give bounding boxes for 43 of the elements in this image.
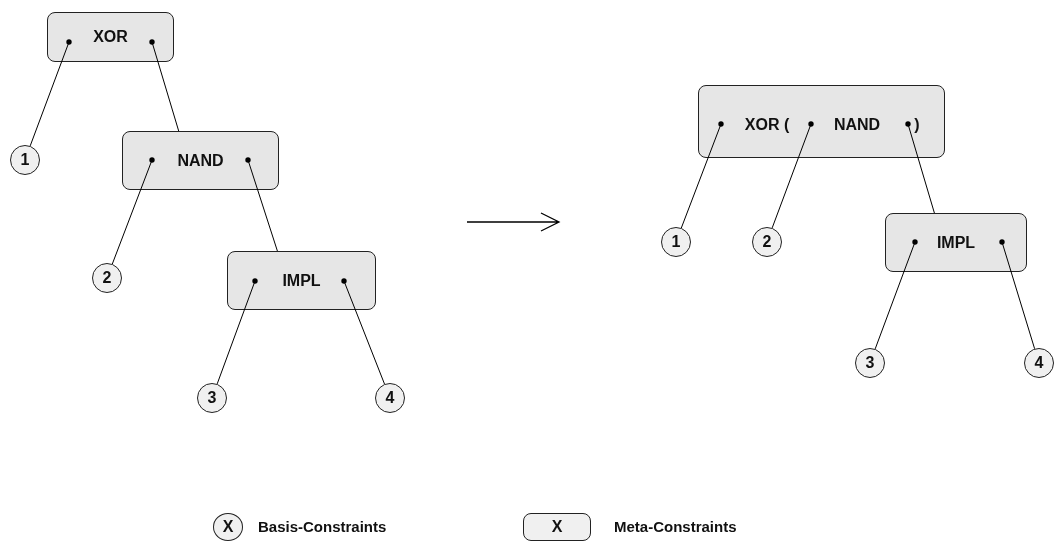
basis-constraint-circle	[375, 383, 405, 413]
connector-line	[874, 239, 918, 350]
constraint-name: NAND	[177, 152, 224, 169]
connector-line	[216, 278, 258, 385]
legend-text: Meta-Constraints	[614, 518, 737, 535]
basis-constraint-circle	[10, 145, 40, 175]
connector-line	[341, 278, 385, 385]
legend-text: Basis-Constraints	[258, 518, 387, 535]
constraint-name: IMPL	[936, 234, 976, 251]
connector-line	[29, 39, 72, 147]
meta-constraint-box	[227, 251, 376, 310]
meta-constraint-box	[47, 12, 174, 62]
meta-constraint-box	[885, 213, 1027, 272]
connector-line	[999, 239, 1036, 350]
basis-constraint-circle	[752, 227, 782, 257]
connector-line	[771, 121, 814, 229]
meta-constraint-box	[698, 85, 945, 158]
constraint-name: NAND	[833, 117, 881, 133]
variable-number: 4	[385, 390, 395, 406]
legend-symbol: X	[551, 519, 563, 535]
constraint-name: XOR	[93, 29, 128, 45]
variable-number: 3	[865, 355, 875, 371]
meta-constraint-box	[122, 131, 279, 190]
variable-number: 2	[102, 270, 112, 286]
connector-line	[905, 121, 935, 214]
constraint-name: )	[914, 117, 920, 133]
basis-constraint-circle	[661, 227, 691, 257]
connector-line	[680, 121, 724, 229]
variable-number: 1	[20, 152, 30, 168]
basis-constraint-circle	[197, 383, 227, 413]
variable-number: 4	[1034, 355, 1044, 371]
connector-line	[111, 157, 155, 265]
basis-constraint-circle	[1024, 348, 1054, 378]
basis-constraint-circle	[92, 263, 122, 293]
legend-symbol: X	[222, 519, 234, 535]
constraint-name: IMPL	[282, 272, 321, 289]
variable-number: 3	[207, 390, 217, 406]
constraint-name: XOR (	[744, 117, 790, 133]
connector-line	[245, 157, 278, 252]
basis-constraint-circle	[855, 348, 885, 378]
variable-number: 1	[671, 234, 681, 250]
connector-line	[149, 39, 180, 132]
variable-number: 2	[762, 234, 772, 250]
